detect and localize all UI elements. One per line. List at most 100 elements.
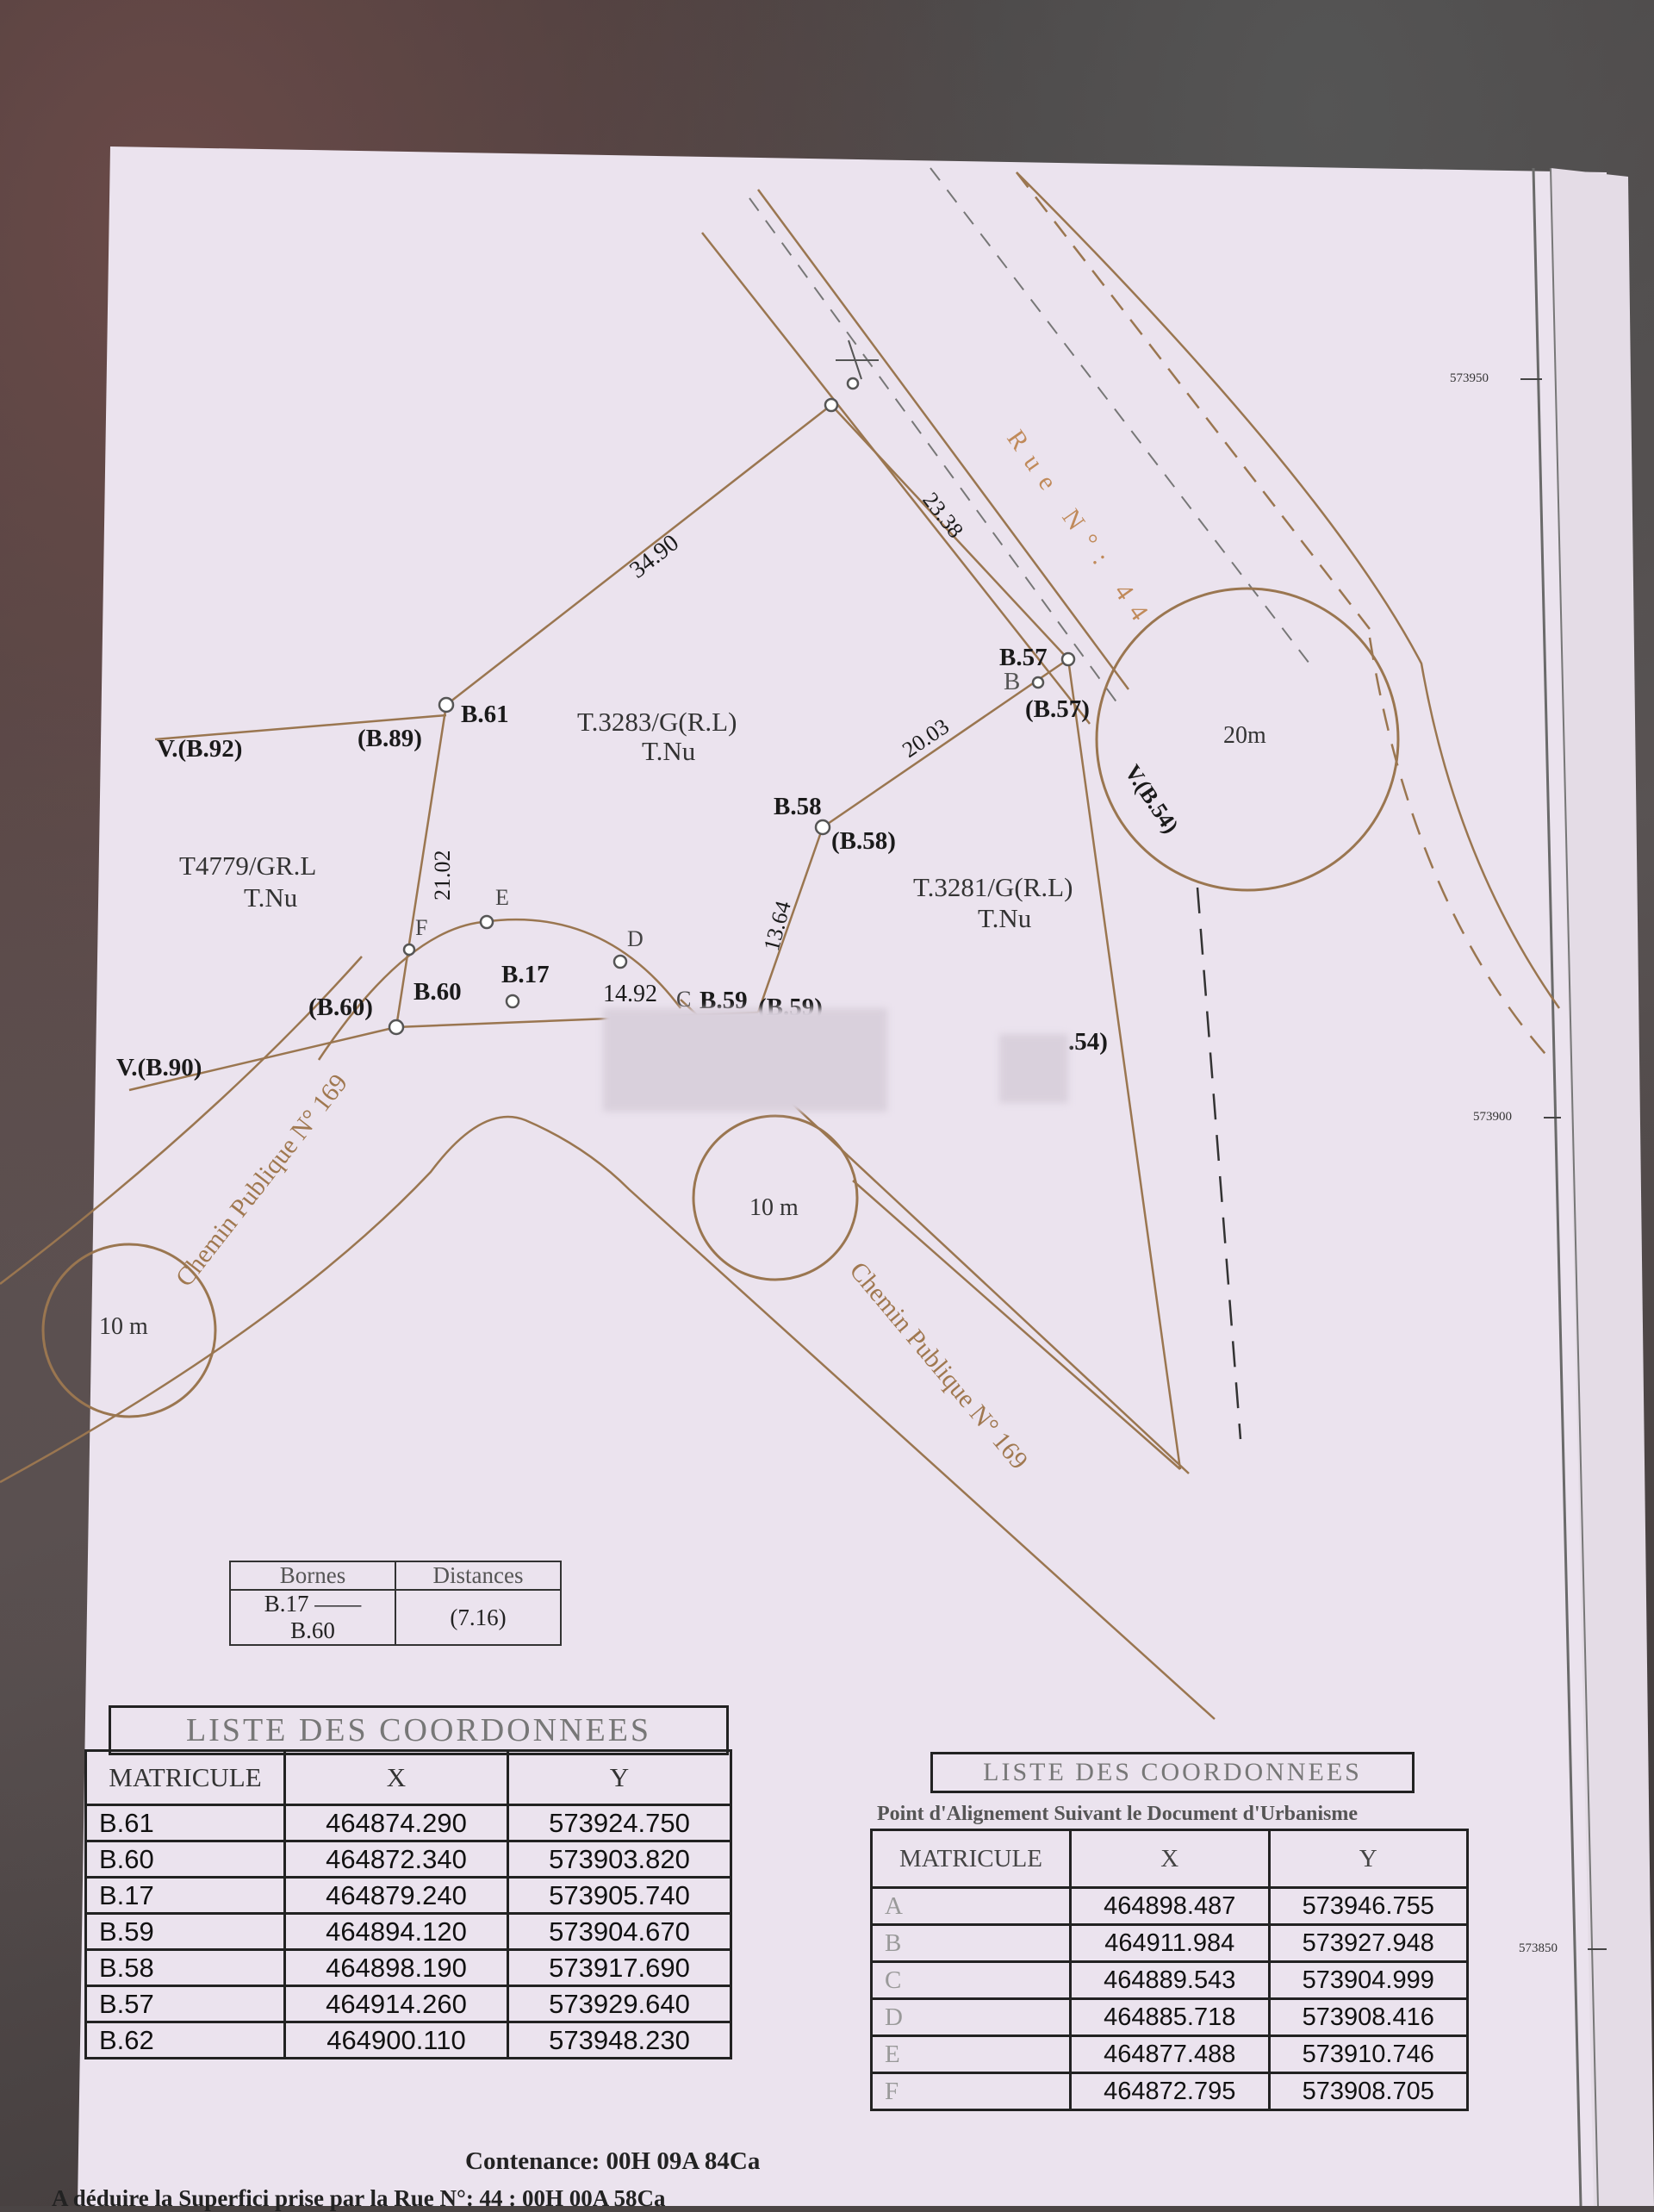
cell-matricule: B.61 [84,1804,286,1842]
parcel-west-status: T.Nu [244,882,297,913]
coords-header-x: X [283,1749,509,1806]
label-b58p: (B.58) [831,827,896,855]
circle-20m-label: 20m [1223,722,1266,749]
parcel-main-status: T.Nu [642,736,695,766]
cell-y: 573910.746 [1267,2034,1469,2074]
distance-61-60: 21.02 [430,851,455,901]
align-header-matricule: MATRICULE [870,1829,1072,1889]
circle-20m [1095,587,1400,892]
label-point-f: F [415,915,427,940]
cell-x: 464900.110 [283,2021,509,2059]
cell-y: 573929.640 [507,1985,732,2023]
coords-header-matricule: MATRICULE [84,1749,286,1806]
label-b57: B.57 [999,644,1048,671]
label-point-d: D [627,926,644,951]
circle-left-label: 10 m [99,1313,148,1340]
boundary-points [388,377,1076,1036]
parcel-main-ref: T.3283/G(R.L) [577,707,737,737]
coords-header-y: Y [507,1749,732,1806]
distances-header: Distances [395,1561,562,1591]
cell-y: 573908.416 [1267,1997,1469,2037]
cell-x: 464889.543 [1069,1960,1271,2000]
cell-y: 573903.820 [507,1840,732,1879]
cell-matricule: B.60 [84,1840,286,1879]
cell-matricule: D [870,1997,1072,2037]
cell-matricule: A [870,1886,1072,1926]
cell-y: 573905.740 [507,1876,732,1915]
distance-17-59: 14.92 [603,981,657,1007]
contenance: Contenance: 00H 09A 84Ca [465,2147,761,2175]
cell-x: 464898.190 [283,1948,509,1987]
parcel-east-status: T.Nu [978,903,1031,933]
label-b17: B.17 [501,961,550,988]
blurred-area-2 [999,1034,1068,1103]
label-v90: V.(B.90) [116,1054,202,1081]
grid-label-1: 573950 [1450,371,1489,385]
blurred-area [603,1008,887,1112]
cell-x: 464914.260 [283,1985,509,2023]
cell-y: 573904.999 [1267,1960,1469,2000]
cell-y: 573948.230 [507,2021,732,2059]
cell-matricule: F [870,2072,1072,2111]
cell-x: 464898.487 [1069,1886,1271,1926]
cell-matricule: B.57 [84,1985,286,2023]
distance-value: (7.16) [395,1589,562,1646]
cell-y: 573946.755 [1267,1886,1469,1926]
cell-x: 464874.290 [283,1804,509,1842]
circle-10m-left [41,1243,217,1418]
cell-matricule: C [870,1960,1072,2000]
cell-matricule: B.59 [84,1912,286,1951]
cell-x: 464877.488 [1069,2034,1271,2074]
label-b58: B.58 [774,793,822,820]
label-b89: (B.89) [358,725,422,752]
cell-y: 573908.705 [1267,2072,1469,2111]
grid-label-2: 573900 [1473,1110,1512,1124]
parcel-east-ref: T.3281/G(R.L) [913,872,1073,902]
grid-label-3: 573850 [1519,1941,1558,1955]
label-b57p: (B.57) [1025,695,1090,723]
label-point-e: E [495,885,509,910]
parcel-outline [128,404,1182,1470]
cell-x: 464911.984 [1069,1923,1271,1963]
cell-y: 573904.670 [507,1912,732,1951]
align-header-y: Y [1267,1829,1469,1889]
cell-x: 464894.120 [283,1912,509,1951]
parcel-west-ref: T4779/GR.L [179,851,316,881]
cell-x: 464879.240 [283,1876,509,1915]
align-header-x: X [1069,1829,1271,1889]
cell-y: 573924.750 [507,1804,732,1842]
cell-matricule: B [870,1923,1072,1963]
circle-10m-mid [692,1114,859,1281]
paper-sheet-under [1551,168,1654,2206]
label-point-c: C [676,987,691,1012]
cell-matricule: B.17 [84,1876,286,1915]
cell-matricule: E [870,2034,1072,2074]
circle-mid-label: 10 m [749,1194,799,1221]
align-table-title: LISTE DES COORDONNEES [930,1752,1415,1793]
cell-x: 464885.718 [1069,1997,1271,2037]
cell-y: 573927.948 [1267,1923,1469,1963]
cell-x: 464872.795 [1069,2072,1271,2111]
cell-matricule: B.58 [84,1948,286,1987]
bornes-value: B.17 —— B.60 [229,1589,396,1646]
label-b60: B.60 [414,978,462,1006]
sheet-edge-2 [1550,167,1599,2206]
road-rue-44 [701,171,1561,1061]
sheet-edge [1532,167,1582,2206]
label-b-point: B [1004,668,1020,695]
